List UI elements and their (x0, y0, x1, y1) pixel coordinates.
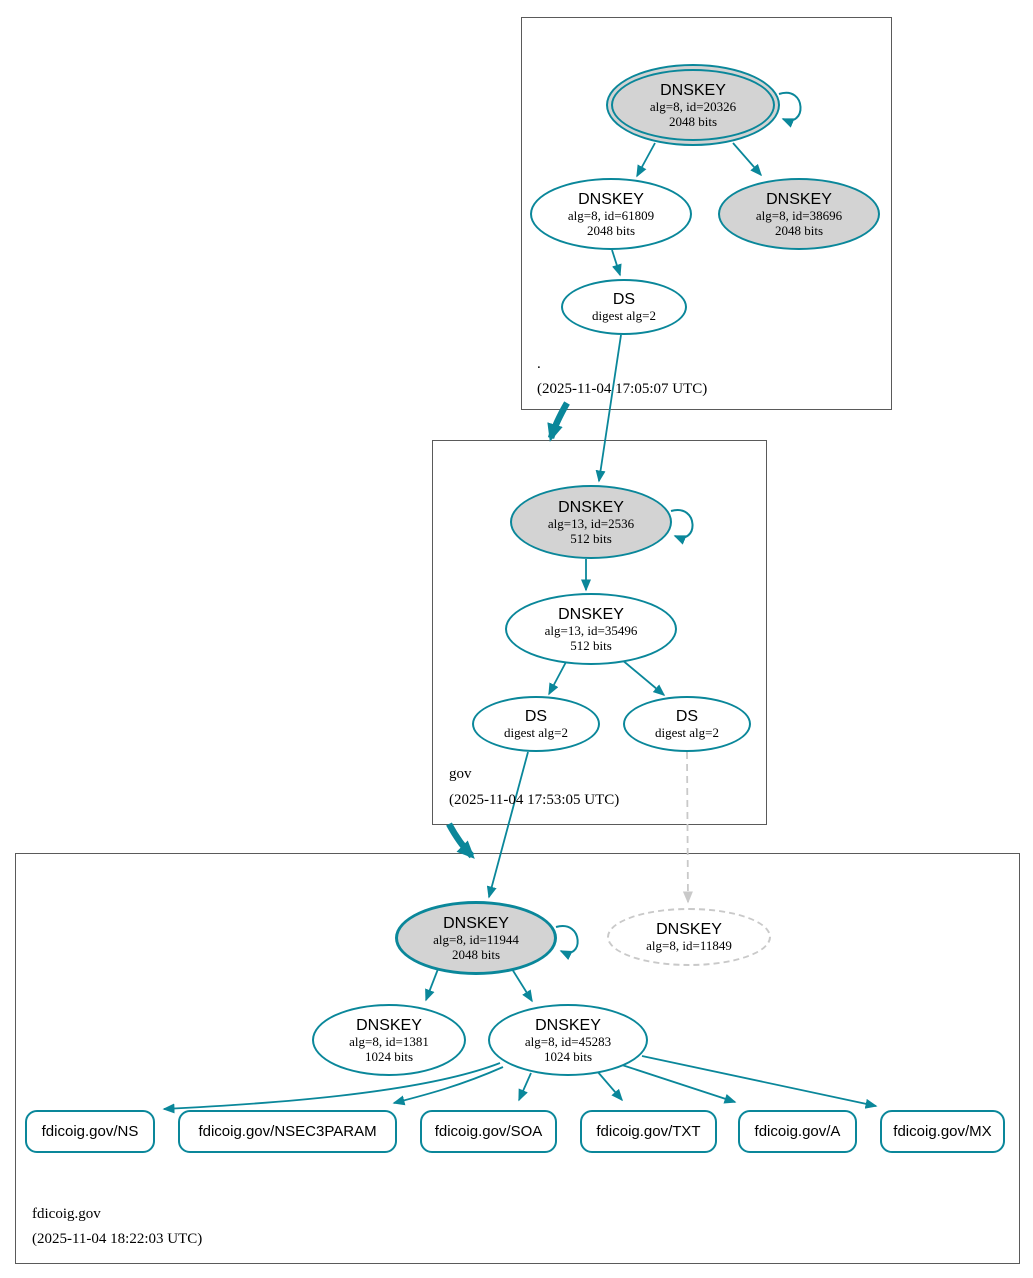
node-bits: 2048 bits (668, 113, 718, 129)
edge-root-ksk-to-zsk (636, 142, 656, 178)
ds-node-gov-2: DS digest alg=2 (623, 696, 751, 752)
node-bits: 1024 bits (364, 1048, 414, 1064)
node-title: DNSKEY (656, 921, 722, 938)
node-detail: alg=8, id=20326 (649, 98, 737, 114)
dnskey-node-fdicoig-zsk-1381: DNSKEY alg=8, id=1381 1024 bits (312, 1004, 466, 1076)
node-title: DNSKEY (558, 498, 624, 516)
dnskey-node-missing-11849: DNSKEY alg=8, id=11849 (607, 908, 771, 966)
dnskey-node-root-zsk-61809: DNSKEY alg=8, id=61809 2048 bits (530, 178, 692, 250)
edge-zsk2-to-rrset-mx (641, 1055, 878, 1109)
node-detail: digest alg=2 (591, 308, 657, 323)
delegation-arrow-gov-to-fdicoig (446, 822, 475, 859)
dnskey-node-root-38696: DNSKEY alg=8, id=38696 2048 bits (718, 178, 880, 250)
edge-root-zsk-to-ds (611, 249, 622, 277)
zone-box-fdicoig-gov (15, 853, 1020, 1264)
node-title: DNSKEY (578, 190, 644, 208)
node-detail: digest alg=2 (654, 725, 720, 740)
edge-gov-zsk-to-ds2 (620, 658, 666, 696)
ds-node-gov-1: DS digest alg=2 (472, 696, 600, 752)
edge-root-ds-to-gov-ksk (595, 334, 622, 483)
rrset-fdicoig-txt: fdicoig.gov/TXT (580, 1110, 717, 1153)
node-bits: 2048 bits (586, 222, 636, 238)
rrset-fdicoig-ns: fdicoig.gov/NS (25, 1110, 155, 1153)
rrset-fdicoig-soa: fdicoig.gov/SOA (420, 1110, 557, 1153)
dnskey-node-root-ksk-20326: DNSKEY alg=8, id=20326 2048 bits (606, 64, 780, 146)
zone-box-root (521, 17, 892, 410)
node-title: DNSKEY (535, 1016, 601, 1034)
zone-label-root: . (537, 356, 541, 372)
zone-box-gov (432, 440, 767, 825)
rrset-fdicoig-a: fdicoig.gov/A (738, 1110, 857, 1153)
node-detail: alg=8, id=11944 (433, 931, 519, 947)
node-title: DNSKEY (558, 605, 624, 623)
dnskey-node-gov-zsk-35496: DNSKEY alg=13, id=35496 512 bits (505, 593, 677, 665)
zone-label-fdicoig: fdicoig.gov (32, 1206, 101, 1222)
node-detail: alg=8, id=11849 (646, 938, 732, 953)
edge-root-ksk-to-key38696 (732, 142, 762, 177)
edge-fdicoig-ksk-to-zsk1 (425, 968, 439, 1002)
edge-zsk2-to-rrset-a (621, 1064, 737, 1104)
node-detail: alg=8, id=38696 (755, 207, 843, 223)
edge-fdicoig-ksk-selfloop (555, 925, 579, 961)
node-title: DNSKEY (660, 81, 726, 99)
node-detail: alg=8, id=1381 (349, 1033, 429, 1049)
node-detail: alg=13, id=2536 (547, 515, 635, 531)
edge-zsk2-to-rrset-nsec3param (392, 1066, 504, 1106)
node-bits: 2048 bits (451, 946, 501, 962)
dnskey-node-gov-ksk-2536: DNSKEY alg=13, id=2536 512 bits (510, 485, 672, 559)
node-bits: 512 bits (570, 530, 612, 546)
delegation-arrow-root-to-gov (547, 401, 570, 442)
edge-zsk2-to-rrset-soa (518, 1072, 532, 1102)
edge-root-ksk-selfloop (778, 91, 802, 128)
zone-timestamp-root: (2025-11-04 17:05:07 UTC) (537, 381, 708, 397)
edge-gov-ds1-to-fdicoig-ksk (486, 751, 529, 899)
edge-zsk2-to-rrset-txt (596, 1070, 623, 1102)
node-detail: digest alg=2 (503, 725, 569, 740)
rrset-fdicoig-nsec3param: fdicoig.gov/NSEC3PARAM (178, 1110, 397, 1153)
dnskey-node-fdicoig-ksk-11944: DNSKEY alg=8, id=11944 2048 bits (395, 901, 557, 975)
node-detail: alg=8, id=45283 (524, 1033, 612, 1049)
dnskey-node-fdicoig-zsk-45283: DNSKEY alg=8, id=45283 1024 bits (488, 1004, 648, 1076)
node-title: DNSKEY (766, 190, 832, 208)
node-title: DNSKEY (356, 1016, 422, 1034)
ds-node-root: DS digest alg=2 (561, 279, 687, 335)
edge-gov-zsk-to-ds1 (548, 661, 567, 696)
node-detail: alg=13, id=35496 (544, 622, 638, 638)
node-bits: 2048 bits (774, 222, 824, 238)
node-title: DNSKEY (443, 914, 509, 932)
node-title: DS (612, 291, 636, 308)
node-title: DS (675, 708, 699, 725)
rrset-fdicoig-mx: fdicoig.gov/MX (880, 1110, 1005, 1153)
edge-fdicoig-ksk-to-zsk2 (511, 968, 533, 1003)
edge-gov-ds2-to-missing-key-dashed (682, 751, 693, 904)
node-title: DS (524, 708, 548, 725)
zone-label-gov: gov (449, 766, 472, 782)
zone-timestamp-fdicoig: (2025-11-04 18:22:03 UTC) (32, 1231, 203, 1247)
edge-gov-ksk-selfloop (670, 509, 694, 545)
node-bits: 1024 bits (543, 1048, 593, 1064)
edge-zsk2-to-rrset-ns (162, 1062, 501, 1114)
zone-timestamp-gov: (2025-11-04 17:53:05 UTC) (449, 792, 620, 808)
node-bits: 512 bits (570, 637, 612, 653)
node-detail: alg=8, id=61809 (567, 207, 655, 223)
